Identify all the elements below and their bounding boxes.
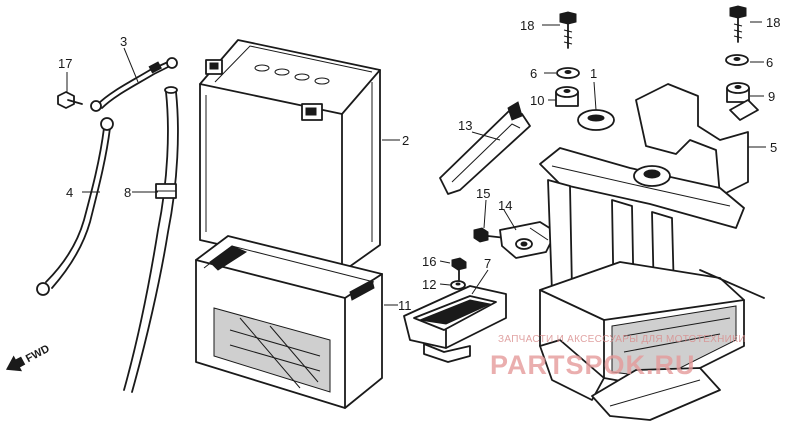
callout-7: 7 bbox=[484, 256, 491, 271]
battery bbox=[199, 39, 381, 273]
rubber-mount-9 bbox=[726, 82, 750, 103]
callout-11: 11 bbox=[398, 298, 412, 313]
watermark: ЗАПЧАСТИ И АКСЕССУАРЫ ДЛЯ МОТОТЕХНИКИ PA… bbox=[490, 334, 746, 380]
tray-7 bbox=[403, 285, 507, 363]
bolt-17 bbox=[57, 91, 83, 109]
callout-12: 12 bbox=[422, 277, 436, 292]
callout-16: 16 bbox=[422, 254, 436, 269]
bolt-18-left bbox=[559, 11, 577, 49]
callout-4: 4 bbox=[66, 185, 73, 200]
battery-frame bbox=[539, 83, 765, 421]
callout-8: 8 bbox=[124, 185, 131, 200]
callout-14: 14 bbox=[498, 198, 512, 213]
rubber-cushion-1 bbox=[577, 109, 615, 131]
bolt-18-right bbox=[729, 5, 747, 43]
leader-lines bbox=[66, 21, 766, 306]
screw-16 bbox=[451, 257, 467, 281]
callout-13: 13 bbox=[458, 118, 472, 133]
battery-case bbox=[195, 235, 383, 409]
callout-10: 10 bbox=[530, 93, 544, 108]
callout-3: 3 bbox=[120, 34, 127, 49]
callout-18-left: 18 bbox=[520, 18, 534, 33]
rubber-mount-10 bbox=[555, 86, 579, 107]
callout-15: 15 bbox=[476, 186, 490, 201]
washer-12 bbox=[450, 280, 466, 290]
battery-cable-positive bbox=[90, 57, 178, 112]
callout-5: 5 bbox=[770, 140, 777, 155]
watermark-caption: ЗАПЧАСТИ И АКСЕССУАРЫ ДЛЯ МОТОТЕХНИКИ bbox=[498, 334, 746, 345]
fwd-label: FWD bbox=[24, 343, 52, 365]
forward-direction-arrow: FWD bbox=[6, 343, 52, 372]
callout-18-right: 18 bbox=[766, 15, 780, 30]
breather-tube bbox=[123, 86, 179, 393]
callout-17: 17 bbox=[58, 56, 72, 71]
callout-6-right: 6 bbox=[766, 55, 773, 70]
watermark-brand: PARTSPOK.RU bbox=[490, 350, 696, 380]
callout-2: 2 bbox=[402, 133, 409, 148]
callout-numbers: 1 2 3 4 5 6 6 7 8 9 10 11 12 13 14 15 16… bbox=[58, 15, 780, 313]
bracket-14 bbox=[499, 221, 557, 259]
battery-cable-negative bbox=[36, 117, 114, 296]
callout-1: 1 bbox=[590, 66, 597, 81]
washer-6-right bbox=[725, 54, 749, 66]
holder-plate-13 bbox=[439, 101, 531, 195]
callout-9: 9 bbox=[768, 89, 775, 104]
callout-6-left: 6 bbox=[530, 66, 537, 81]
washer-6-left bbox=[556, 67, 580, 79]
